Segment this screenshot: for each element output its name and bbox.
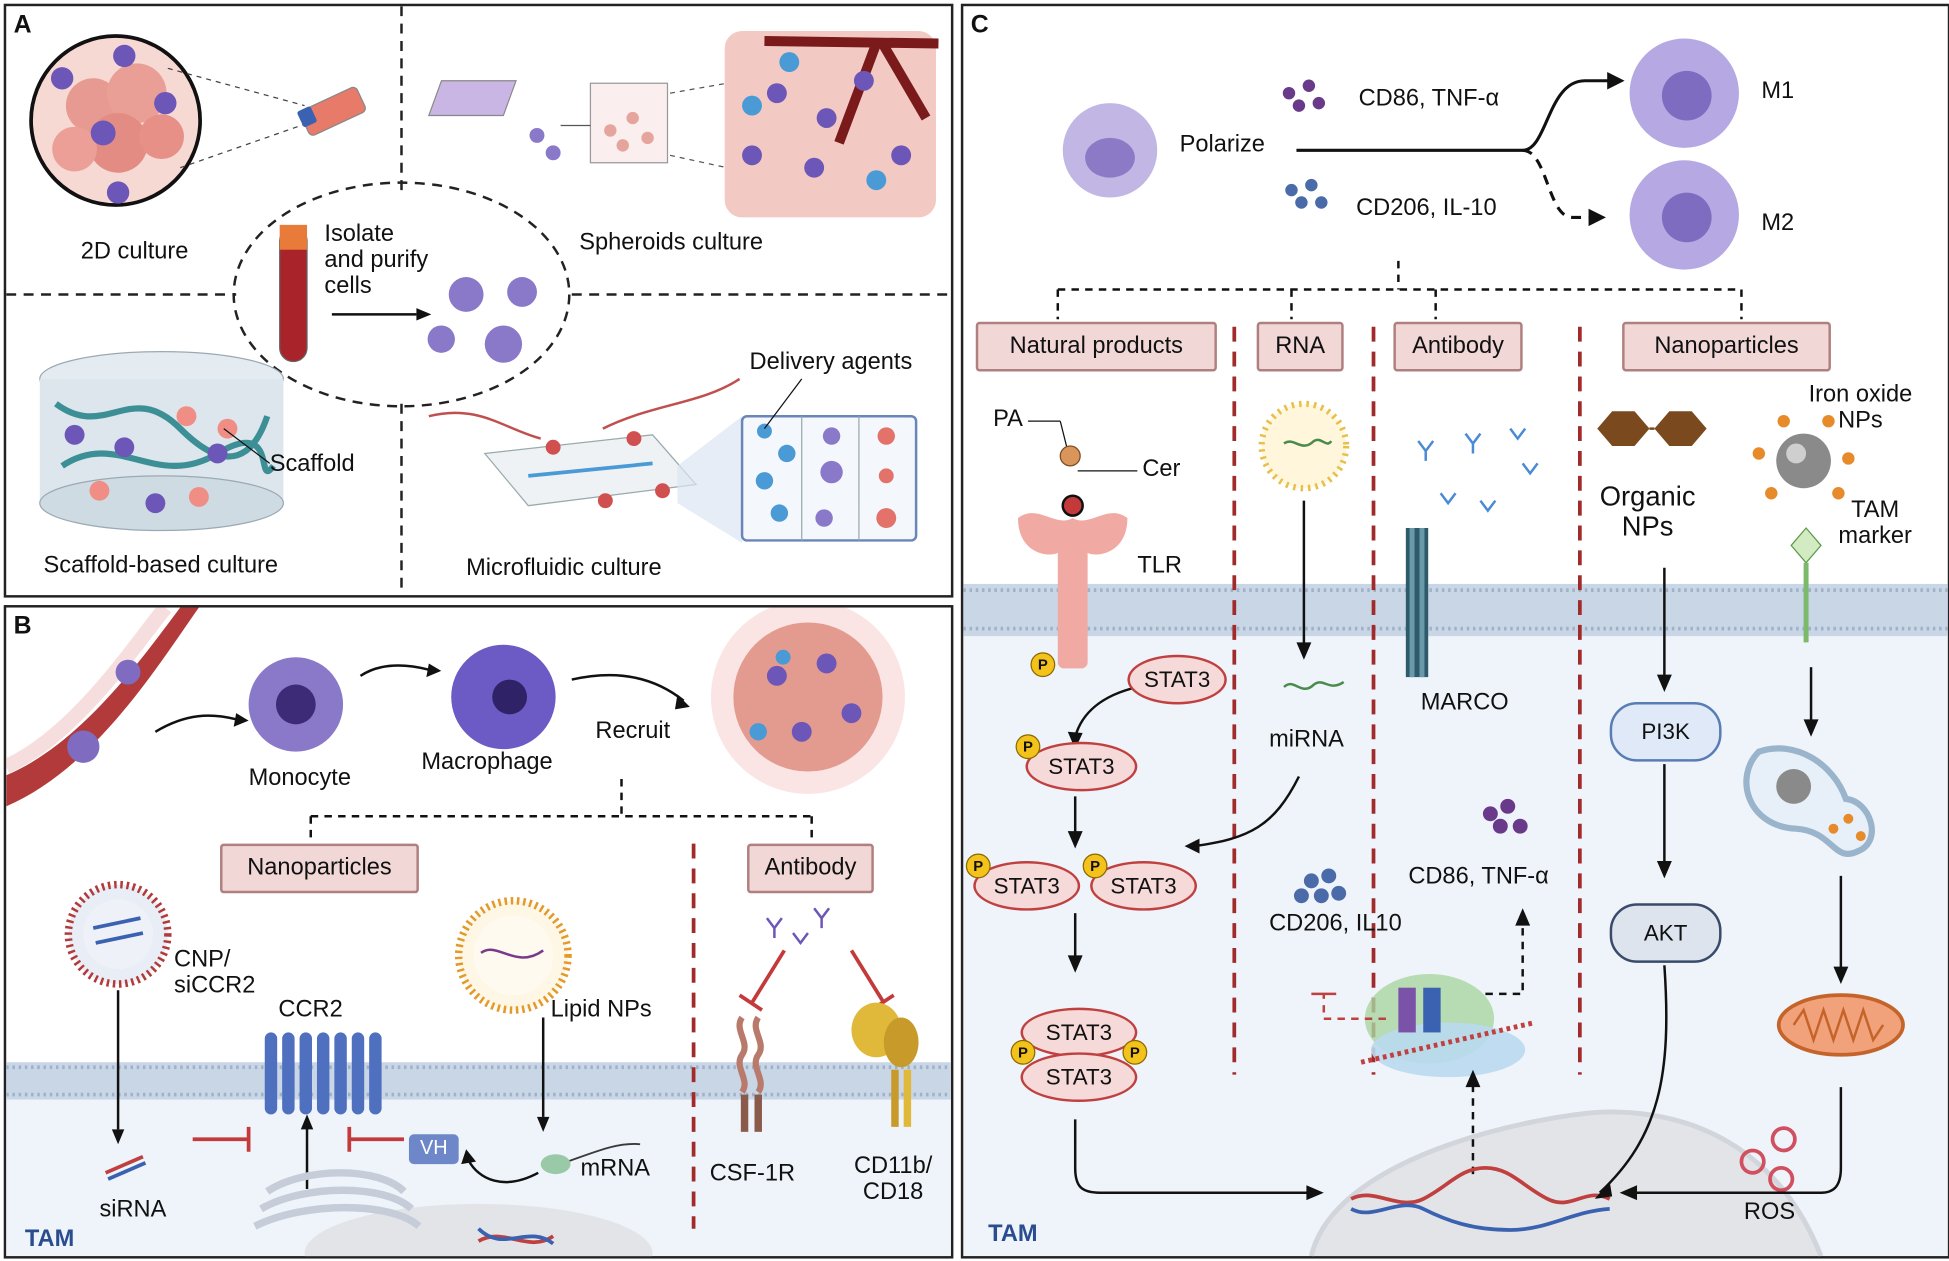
label-mrna: mRNA xyxy=(580,1155,651,1182)
panel-a-letter: A xyxy=(13,11,32,39)
box-rna: RNA xyxy=(1256,321,1344,372)
label-isolate-cells: Isolate and purify cells xyxy=(324,221,429,300)
label-ros: ROS xyxy=(1743,1198,1796,1226)
label-mirna: miRNA xyxy=(1269,726,1344,753)
stat3-3a: STAT3 xyxy=(973,860,1081,911)
label-microfluidic-culture: Microfluidic culture xyxy=(466,555,662,582)
stat3-2: STAT3 xyxy=(1025,741,1138,792)
marco-receptor xyxy=(1405,528,1429,678)
p-badge-dimer-b: P xyxy=(1122,1039,1148,1065)
rna-exosome xyxy=(1258,400,1350,492)
akt-node: AKT xyxy=(1609,903,1722,963)
box-antibody: Antibody xyxy=(747,843,874,894)
cnp-particle xyxy=(64,880,172,988)
box-antibody-c: Antibody xyxy=(1393,321,1523,372)
macrophage-m2 xyxy=(1629,160,1739,270)
label-tam-c: TAM xyxy=(988,1221,1038,1248)
box-natural-products: Natural products xyxy=(975,321,1217,372)
label-tam-marker: TAM marker xyxy=(1838,496,1912,550)
microfluidic-image xyxy=(428,377,918,543)
label-lipid-nps: Lipid NPs xyxy=(550,996,652,1023)
stat3-3b: STAT3 xyxy=(1090,860,1198,911)
endosome xyxy=(1743,745,1875,857)
pi3k-node: PI3K xyxy=(1609,701,1722,762)
vh-domain: VH xyxy=(408,1134,459,1165)
panel-c-letter: C xyxy=(970,11,989,39)
label-iron-oxide-nps: Iron oxide NPs xyxy=(1808,381,1913,434)
label-marco: MARCO xyxy=(1420,689,1509,716)
macrophage-unpolarized xyxy=(1062,103,1158,198)
label-2d-culture: 2D culture xyxy=(80,238,189,265)
cd11b-cd18-receptor xyxy=(851,1002,919,1127)
label-cd11b-cd18: CD11b/ CD18 xyxy=(853,1152,933,1205)
panel-a-illustration xyxy=(6,6,951,596)
label-cd86-tnf-mid: CD86, TNF-α xyxy=(1408,863,1549,890)
p-badge-dimer-a: P xyxy=(1010,1039,1036,1065)
isolate-tube-image xyxy=(279,224,537,363)
label-delivery-agents: Delivery agents xyxy=(749,349,913,376)
label-cer: Cer xyxy=(1142,455,1181,483)
label-sirna: siRNA xyxy=(99,1196,167,1223)
stat3-dimer-a: STAT3 xyxy=(1020,1007,1138,1058)
label-tlr: TLR xyxy=(1137,552,1182,579)
panel-c-illustration xyxy=(963,38,1948,1257)
iron-oxide-np xyxy=(1752,414,1855,500)
p-badge-tlr: P xyxy=(1030,652,1056,678)
p-badge-3b: P xyxy=(1082,853,1108,879)
stat3-dimer-b: STAT3 xyxy=(1020,1052,1138,1103)
label-ccr2: CCR2 xyxy=(278,996,343,1023)
label-csf-1r: CSF-1R xyxy=(709,1160,796,1187)
label-monocyte: Monocyte xyxy=(248,765,351,792)
tumor-image xyxy=(711,607,905,794)
scaffold-image xyxy=(39,350,285,532)
label-cd86-tnf-top: CD86, TNF-α xyxy=(1358,85,1500,112)
label-pa: PA xyxy=(993,406,1023,433)
csf1r-receptor xyxy=(736,1015,764,1132)
panel-b-letter: B xyxy=(13,612,32,640)
2d-culture-image xyxy=(29,34,366,207)
p-badge-2: P xyxy=(1015,734,1041,760)
label-scaffold: Scaffold xyxy=(269,450,355,478)
label-spheroids-culture: Spheroids culture xyxy=(579,229,764,256)
monocyte-cell xyxy=(248,657,344,752)
tlr-receptor xyxy=(1018,513,1128,669)
stat3-1: STAT3 xyxy=(1127,654,1227,705)
box-nanoparticles: Nanoparticles xyxy=(220,843,419,894)
label-m2: M2 xyxy=(1761,209,1795,237)
panel-b-illustration xyxy=(6,607,951,1257)
panel-b: B Monocyte Macrophage Recruit Nanopartic… xyxy=(3,605,954,1259)
label-cnp-sicCR2: CNP/ siCCR2 xyxy=(174,946,256,999)
label-m1: M1 xyxy=(1761,78,1795,105)
macrophage-cell xyxy=(451,644,556,750)
macrophage-m1 xyxy=(1629,38,1739,148)
mitochondrion xyxy=(1776,993,1905,1057)
p-badge-3a: P xyxy=(965,853,991,879)
panel-c: C Polarize CD86, TNF-α CD206, IL-10 M1 M… xyxy=(960,3,1949,1259)
ribosome xyxy=(1360,974,1536,1078)
lipid-np-particle xyxy=(454,897,572,1014)
label-recruit: Recruit xyxy=(595,718,671,745)
ccr2-receptor xyxy=(264,1032,382,1115)
label-organic-nps: Organic NPs xyxy=(1599,480,1696,542)
spheroids-image xyxy=(427,31,939,218)
label-tam-b: TAM xyxy=(24,1226,75,1253)
box-nanoparticles-c: Nanoparticles xyxy=(1622,321,1831,372)
label-scaffold-based-culture: Scaffold-based culture xyxy=(43,552,279,579)
label-cd206-il10-top: CD206, IL-10 xyxy=(1356,195,1497,222)
label-polarize: Polarize xyxy=(1179,131,1265,158)
panel-a: A 2D culture Spheroids culture Isolate a… xyxy=(3,3,954,598)
label-cd206-il10-mid: CD206, IL10 xyxy=(1269,910,1402,937)
label-macrophage: Macrophage xyxy=(421,749,553,776)
